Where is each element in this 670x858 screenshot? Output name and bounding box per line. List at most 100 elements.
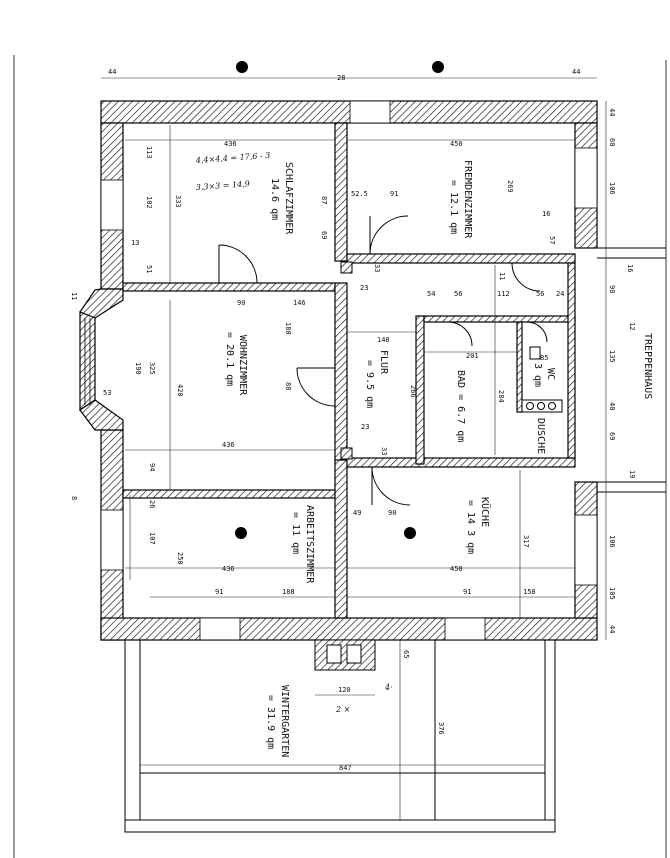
- dim-label: 44: [608, 625, 616, 633]
- dim-label: 317: [522, 535, 530, 548]
- dim-label: 90: [237, 299, 245, 307]
- dim-label: 250: [176, 552, 184, 565]
- handwritten-note: 4·: [384, 683, 393, 692]
- room-area-flur: = 9.5 qm: [364, 360, 375, 408]
- dim-label: 376: [437, 722, 445, 735]
- marker-dot: [432, 61, 444, 73]
- doors: [218, 215, 548, 506]
- dim-label: 87: [320, 196, 328, 204]
- dim-label: 44: [608, 108, 616, 116]
- room-area-wohnzimmer: = 20.1 qm: [224, 332, 235, 386]
- dimension-lines: [101, 77, 607, 820]
- room-label-treppenhaus: TREPPENHAUS: [642, 333, 653, 399]
- winter-garden: [124, 639, 556, 833]
- dim-label: 51: [145, 265, 153, 273]
- dim-label: 266: [409, 385, 417, 398]
- room-label-fremdenzimmer: FREMDENZIMMER: [462, 160, 473, 239]
- dim-label: 158: [523, 588, 536, 596]
- dim-label: 98: [608, 285, 616, 293]
- dim-label: 40: [608, 402, 616, 410]
- dim-label: 49: [353, 509, 361, 517]
- dim-label: 284: [497, 390, 505, 403]
- room-area-arbeitszimmer: = 11 qm: [290, 512, 301, 554]
- dim-label: 69: [320, 231, 328, 239]
- dim-label: 436: [224, 140, 237, 148]
- room-label-schlafzimmer: SCHLAFZIMMER: [283, 162, 294, 235]
- dim-label: 19: [628, 470, 636, 478]
- dim-label: 57: [548, 236, 556, 244]
- dim-label: 16: [626, 264, 634, 272]
- marker-dot: [235, 527, 247, 539]
- dimension-labels: 44 28 44 44 60 106 16 98 12 135 40 69 19…: [70, 68, 636, 772]
- handwritten-note: 4,4×4,4 = 17,6 - 3: [195, 151, 271, 165]
- dim-label: 13: [131, 239, 139, 247]
- dim-label: 44: [572, 68, 580, 76]
- dim-label: 26: [148, 500, 156, 508]
- dim-label: 60: [608, 138, 616, 146]
- dim-label: 102: [145, 196, 153, 209]
- room-label-kueche: KÜCHE: [479, 497, 492, 527]
- room-label-wohnzimmer: WOHNZIMMER: [237, 335, 248, 396]
- dim-label: 56: [454, 290, 462, 298]
- dim-label: 33: [380, 447, 388, 455]
- room-area-kueche: = 14 3 qm: [465, 500, 476, 554]
- dim-label: 333: [174, 195, 182, 208]
- dim-label: 12: [628, 322, 636, 330]
- dim-label: 105: [608, 587, 616, 600]
- stair-lines: [597, 247, 666, 493]
- handwritten-note: 2 ×: [335, 705, 350, 714]
- room-area-wc: 3 qm: [532, 363, 543, 387]
- dim-label: 69: [608, 432, 616, 440]
- dim-label: 56: [536, 290, 544, 298]
- dim-label: 23: [360, 284, 368, 292]
- room-label-flur: FLUR: [378, 350, 389, 375]
- dim-label: 53: [103, 389, 111, 397]
- dim-label: 11: [70, 292, 78, 300]
- dim-label: 113: [145, 146, 153, 159]
- dim-label: 94: [148, 463, 156, 471]
- dim-label: 201: [466, 352, 479, 360]
- dim-label: 146: [293, 299, 306, 307]
- dim-label: 180: [284, 322, 292, 335]
- dim-label: 190: [134, 362, 142, 375]
- dim-label: 52.5: [351, 190, 368, 198]
- dim-label: 325: [148, 362, 156, 375]
- room-label-wintergarten: WINTERGARTEN: [279, 685, 290, 757]
- dim-label: 28: [337, 74, 345, 82]
- dim-label: 120: [338, 686, 351, 694]
- dim-label: 135: [608, 350, 616, 363]
- windows: [100, 100, 598, 641]
- bay-window: [79, 288, 124, 431]
- dim-label: 106: [608, 535, 616, 548]
- marker-dot: [404, 527, 416, 539]
- marker-dot: [236, 61, 248, 73]
- dim-label: 91: [215, 588, 223, 596]
- dim-label: 11: [498, 272, 506, 280]
- handwritten-note: 3,3×3 = 14,9: [196, 179, 251, 192]
- room-area-wintergarten: = 31.9 qm: [265, 695, 276, 749]
- dim-label: 33: [373, 264, 381, 272]
- room-label-dusche: DUSCHE: [535, 418, 546, 454]
- inner-walls: [122, 122, 576, 619]
- dim-label: 8: [70, 496, 78, 500]
- room-label-wc: WC: [545, 368, 556, 380]
- dim-label: 450: [450, 565, 463, 573]
- dim-label: 23: [361, 423, 369, 431]
- dim-label: 44: [108, 68, 116, 76]
- dim-label: 436: [222, 565, 235, 573]
- room-label-bad: BAD = 6.7 qm: [455, 370, 466, 442]
- dim-label: 90: [388, 509, 396, 517]
- dim-label: 107: [148, 532, 156, 545]
- dim-label: 148: [377, 336, 390, 344]
- dim-label: 85: [540, 354, 548, 362]
- dim-label: 188: [282, 588, 295, 596]
- sanitary-fixtures: [521, 346, 563, 413]
- dim-label: 16: [542, 210, 550, 218]
- dim-label: 91: [390, 190, 398, 198]
- dim-label: 24: [556, 290, 564, 298]
- room-label-arbeitszimmer: ARBEITSZIMMER: [304, 505, 315, 584]
- dim-label: 112: [497, 290, 510, 298]
- dim-label: 91: [463, 588, 471, 596]
- dim-label: 54: [427, 290, 435, 298]
